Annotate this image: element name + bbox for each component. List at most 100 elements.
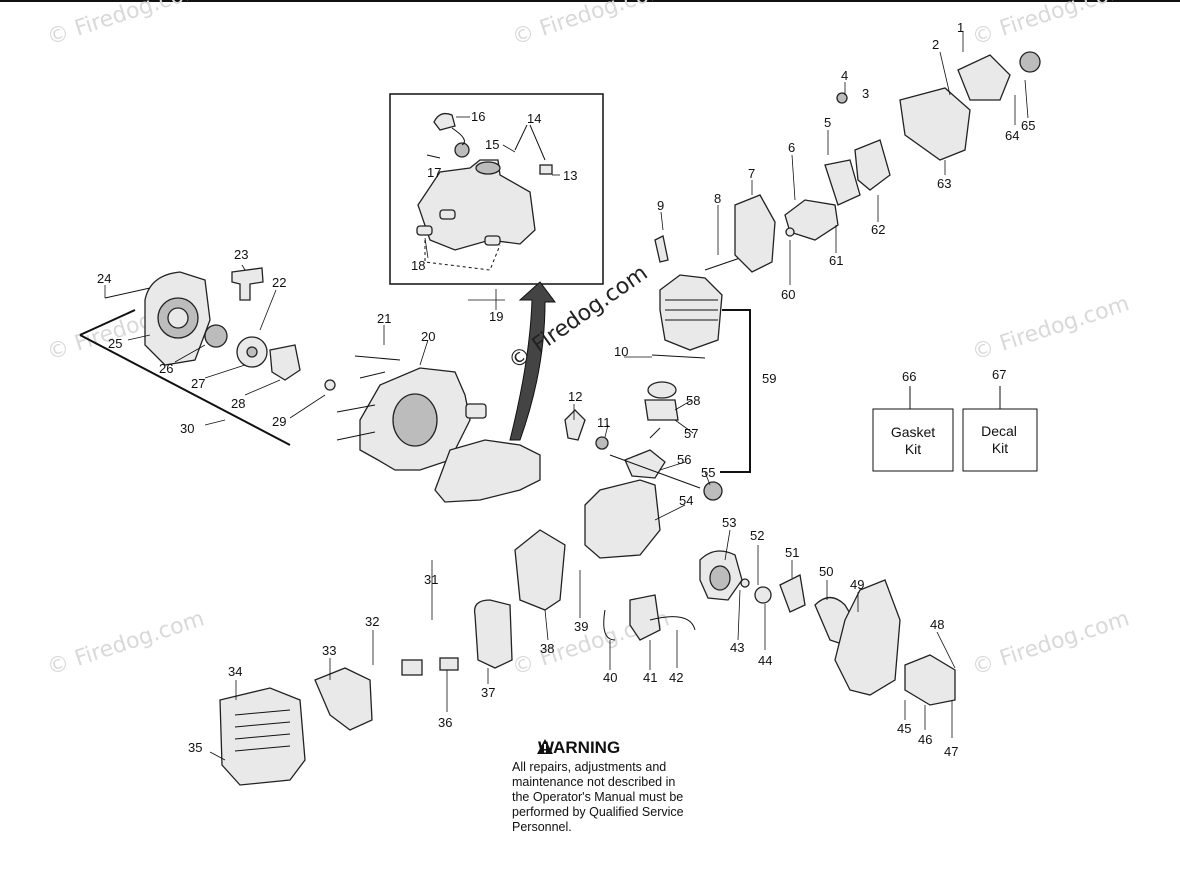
- part-number: 67: [992, 367, 1006, 382]
- crankcase-half: [584, 479, 661, 559]
- part-number: 33: [322, 643, 336, 658]
- part-number: 48: [930, 617, 944, 632]
- watermark: © Firedog.com: [969, 0, 1132, 51]
- part-number: 12: [568, 389, 582, 404]
- part-number: 65: [1021, 118, 1035, 133]
- fuel-cap-icon: [433, 112, 456, 131]
- watermark: © Firedog.com: [44, 606, 207, 680]
- bracket-59: [720, 309, 751, 473]
- part-number: 49: [850, 577, 864, 592]
- gasket-kit-box: Gasket Kit: [872, 386, 954, 472]
- watermark: © Firedog.com: [969, 291, 1132, 365]
- fuel-tank-group: [416, 112, 553, 271]
- part-number: 19: [489, 309, 503, 324]
- part-number: 59: [762, 371, 776, 386]
- part-number-labels: 1 2 3 4 5 6 7 8 9 10 11 12 13 14 15 16 1…: [97, 20, 1035, 759]
- part-number: 10: [614, 344, 628, 359]
- part-number: 35: [188, 740, 202, 755]
- part-number: 38: [540, 641, 554, 656]
- part-number: 34: [228, 664, 242, 679]
- crankcase-housing: [336, 355, 541, 503]
- part-number: 40: [603, 670, 617, 685]
- kit-line: Kit: [905, 441, 921, 457]
- part-number: 13: [563, 168, 577, 183]
- part-number: 3: [862, 86, 869, 101]
- part-number: 11: [597, 415, 611, 430]
- part-number: 24: [97, 271, 111, 286]
- leader-lines: [104, 32, 1029, 761]
- starter-assembly: [104, 267, 336, 391]
- part-number: 29: [272, 414, 286, 429]
- watermark: © Firedog.com: [509, 0, 672, 51]
- part-number: 9: [657, 198, 664, 213]
- part-number: 30: [180, 421, 194, 436]
- part-number: 17: [427, 165, 441, 180]
- fuel-tank-inset-box: [389, 93, 604, 285]
- part-number: 26: [159, 361, 173, 376]
- part-number: 5: [824, 115, 831, 130]
- part-number: 6: [788, 140, 795, 155]
- decal-kit-box: Decal Kit: [962, 386, 1038, 472]
- cylinder-group: [564, 235, 741, 501]
- ignition-group: [603, 594, 696, 641]
- part-number: 62: [871, 222, 885, 237]
- part-number: 4: [841, 68, 848, 83]
- part-number: 31: [424, 572, 438, 587]
- watermark: © Firedog.com: [969, 606, 1132, 680]
- part-number: 60: [781, 287, 795, 302]
- part-number: 28: [231, 396, 245, 411]
- warning-notice: WARNING All repairs, adjustments and mai…: [512, 738, 722, 835]
- bracket-30: [79, 309, 291, 446]
- kit-line: Gasket: [891, 424, 935, 440]
- part-number: 32: [365, 614, 379, 629]
- part-number: 46: [918, 732, 932, 747]
- part-number: 56: [677, 452, 691, 467]
- part-number: 27: [191, 376, 205, 391]
- part-number: 8: [714, 191, 721, 206]
- kit-line: Decal: [981, 423, 1017, 439]
- center-watermark: © Firedog.com: [504, 261, 652, 375]
- part-number: 52: [750, 528, 764, 543]
- warning-triangle-icon: [537, 739, 553, 754]
- carburetor-group: [734, 51, 1041, 273]
- part-number: 50: [819, 564, 833, 579]
- watermark: © Firedog.com: [44, 0, 207, 51]
- part-number: 57: [684, 426, 698, 441]
- part-number: 47: [944, 744, 958, 759]
- part-number: 63: [937, 176, 951, 191]
- part-number: 37: [481, 685, 495, 700]
- part-number: 58: [686, 393, 700, 408]
- part-number: 51: [785, 545, 799, 560]
- part-number: 55: [701, 465, 715, 480]
- warning-body: All repairs, adjustments and maintenance…: [512, 760, 684, 834]
- part-number: 36: [438, 715, 452, 730]
- part-number: 2: [932, 37, 939, 52]
- part-number: 18: [411, 258, 425, 273]
- part-number: 41: [643, 670, 657, 685]
- part-number: 22: [272, 275, 286, 290]
- part-number: 15: [485, 137, 499, 152]
- part-number: 1: [957, 20, 964, 35]
- part-number: 64: [1005, 128, 1019, 143]
- part-number: 39: [574, 619, 588, 634]
- part-number: 66: [902, 369, 916, 384]
- part-number: 43: [730, 640, 744, 655]
- kit-line: Kit: [992, 440, 1008, 456]
- part-number: 14: [527, 111, 541, 126]
- warning-title: WARNING: [538, 738, 621, 757]
- part-number: 23: [234, 247, 248, 262]
- part-number: 53: [722, 515, 736, 530]
- part-number: 21: [377, 311, 391, 326]
- part-number: 7: [748, 166, 755, 181]
- part-number: 44: [758, 653, 772, 668]
- muffler-group: [219, 529, 566, 786]
- part-number: 45: [897, 721, 911, 736]
- part-number: 25: [108, 336, 122, 351]
- part-number: 42: [669, 670, 683, 685]
- part-number: 16: [471, 109, 485, 124]
- clutch-group: [699, 550, 956, 706]
- part-number: 61: [829, 253, 843, 268]
- part-number: 54: [679, 493, 693, 508]
- assembly-arrow-icon: [509, 281, 556, 441]
